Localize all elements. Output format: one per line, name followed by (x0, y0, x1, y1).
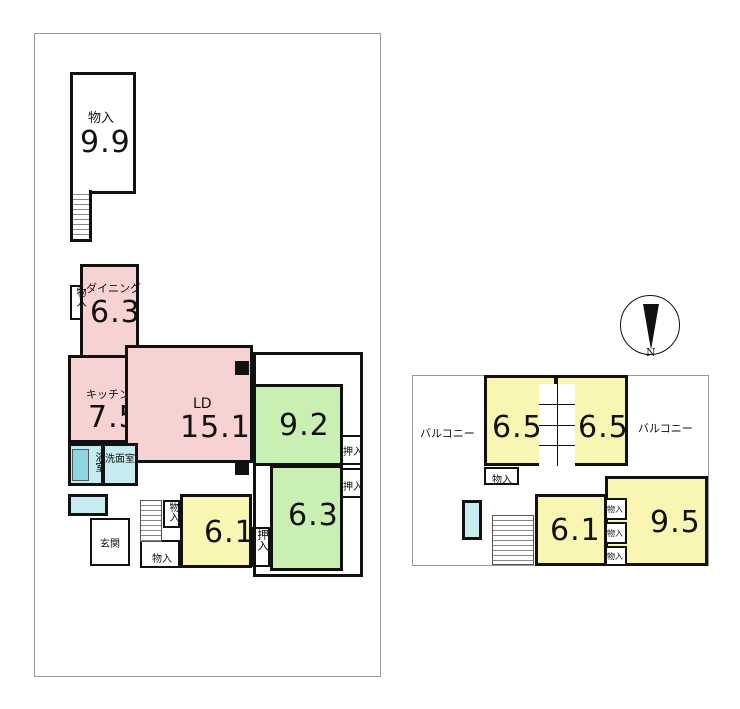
kitchen (68, 355, 128, 443)
bath-label: 浴室 (93, 452, 104, 472)
closet-hall: 物入 (163, 500, 180, 528)
entrance (90, 518, 130, 566)
kitchen-label: キッチン (86, 388, 130, 401)
dining-room (80, 264, 139, 359)
living-dining (125, 345, 253, 463)
ld-label: LD (193, 396, 212, 412)
closet-2f-hall: 物入 (484, 467, 519, 486)
toilet (68, 494, 108, 516)
room-6-1-2f-size: 6.1 (550, 513, 601, 548)
toilet-2f (462, 500, 482, 540)
compass-label: N (646, 346, 656, 359)
washroom (102, 443, 138, 486)
room-6-1-size: 6.1 (204, 515, 255, 550)
room-9-5-size: 9.5 (650, 505, 701, 540)
western-room-9-5 (605, 476, 708, 566)
room-6-5-right-size: 6.5 (578, 410, 629, 445)
storage-room (70, 72, 136, 194)
column (235, 361, 249, 375)
compass-needle-icon (643, 304, 659, 350)
closet-column (539, 384, 575, 466)
closet-bottom: 物入 (140, 540, 180, 568)
oshiire-3: 押入 (252, 527, 270, 567)
storage-stairs (70, 190, 92, 242)
stairs-2f (492, 515, 534, 565)
dining-closet: 物入 (70, 285, 85, 320)
dining-size: 6.3 (90, 295, 141, 330)
room-6-5-left-size: 6.5 (492, 410, 543, 445)
entrance-label: 玄関 (100, 539, 120, 550)
closet-9-5-c: 物入 (605, 546, 627, 566)
japanese-room-6-3 (270, 465, 343, 571)
stairs-1f (140, 500, 162, 542)
room-6-3-size: 6.3 (288, 498, 339, 533)
western-room-6-1 (180, 494, 252, 568)
closet-9-5-b: 物入 (605, 522, 627, 544)
oshiire-2: 押入 (341, 468, 363, 498)
dining-label: ダイニング (86, 282, 141, 295)
washroom-label: 洗面室 (105, 454, 135, 465)
oshiire-1: 押入 (341, 435, 363, 465)
room-9-2-size: 9.2 (279, 408, 330, 443)
bathtub (72, 449, 89, 481)
compass: N (620, 295, 680, 359)
column (235, 461, 249, 475)
closet-9-5-a: 物入 (605, 498, 627, 520)
storage-label: 物入 (88, 111, 115, 126)
site-boundary (34, 33, 381, 677)
balcony-left-label: バルコニー (420, 427, 475, 440)
storage-size: 9.9 (80, 125, 131, 160)
balcony-right-label: バルコニー (638, 422, 693, 435)
ld-size: 15.1 (180, 410, 251, 445)
japanese-room-9-2 (253, 384, 343, 466)
